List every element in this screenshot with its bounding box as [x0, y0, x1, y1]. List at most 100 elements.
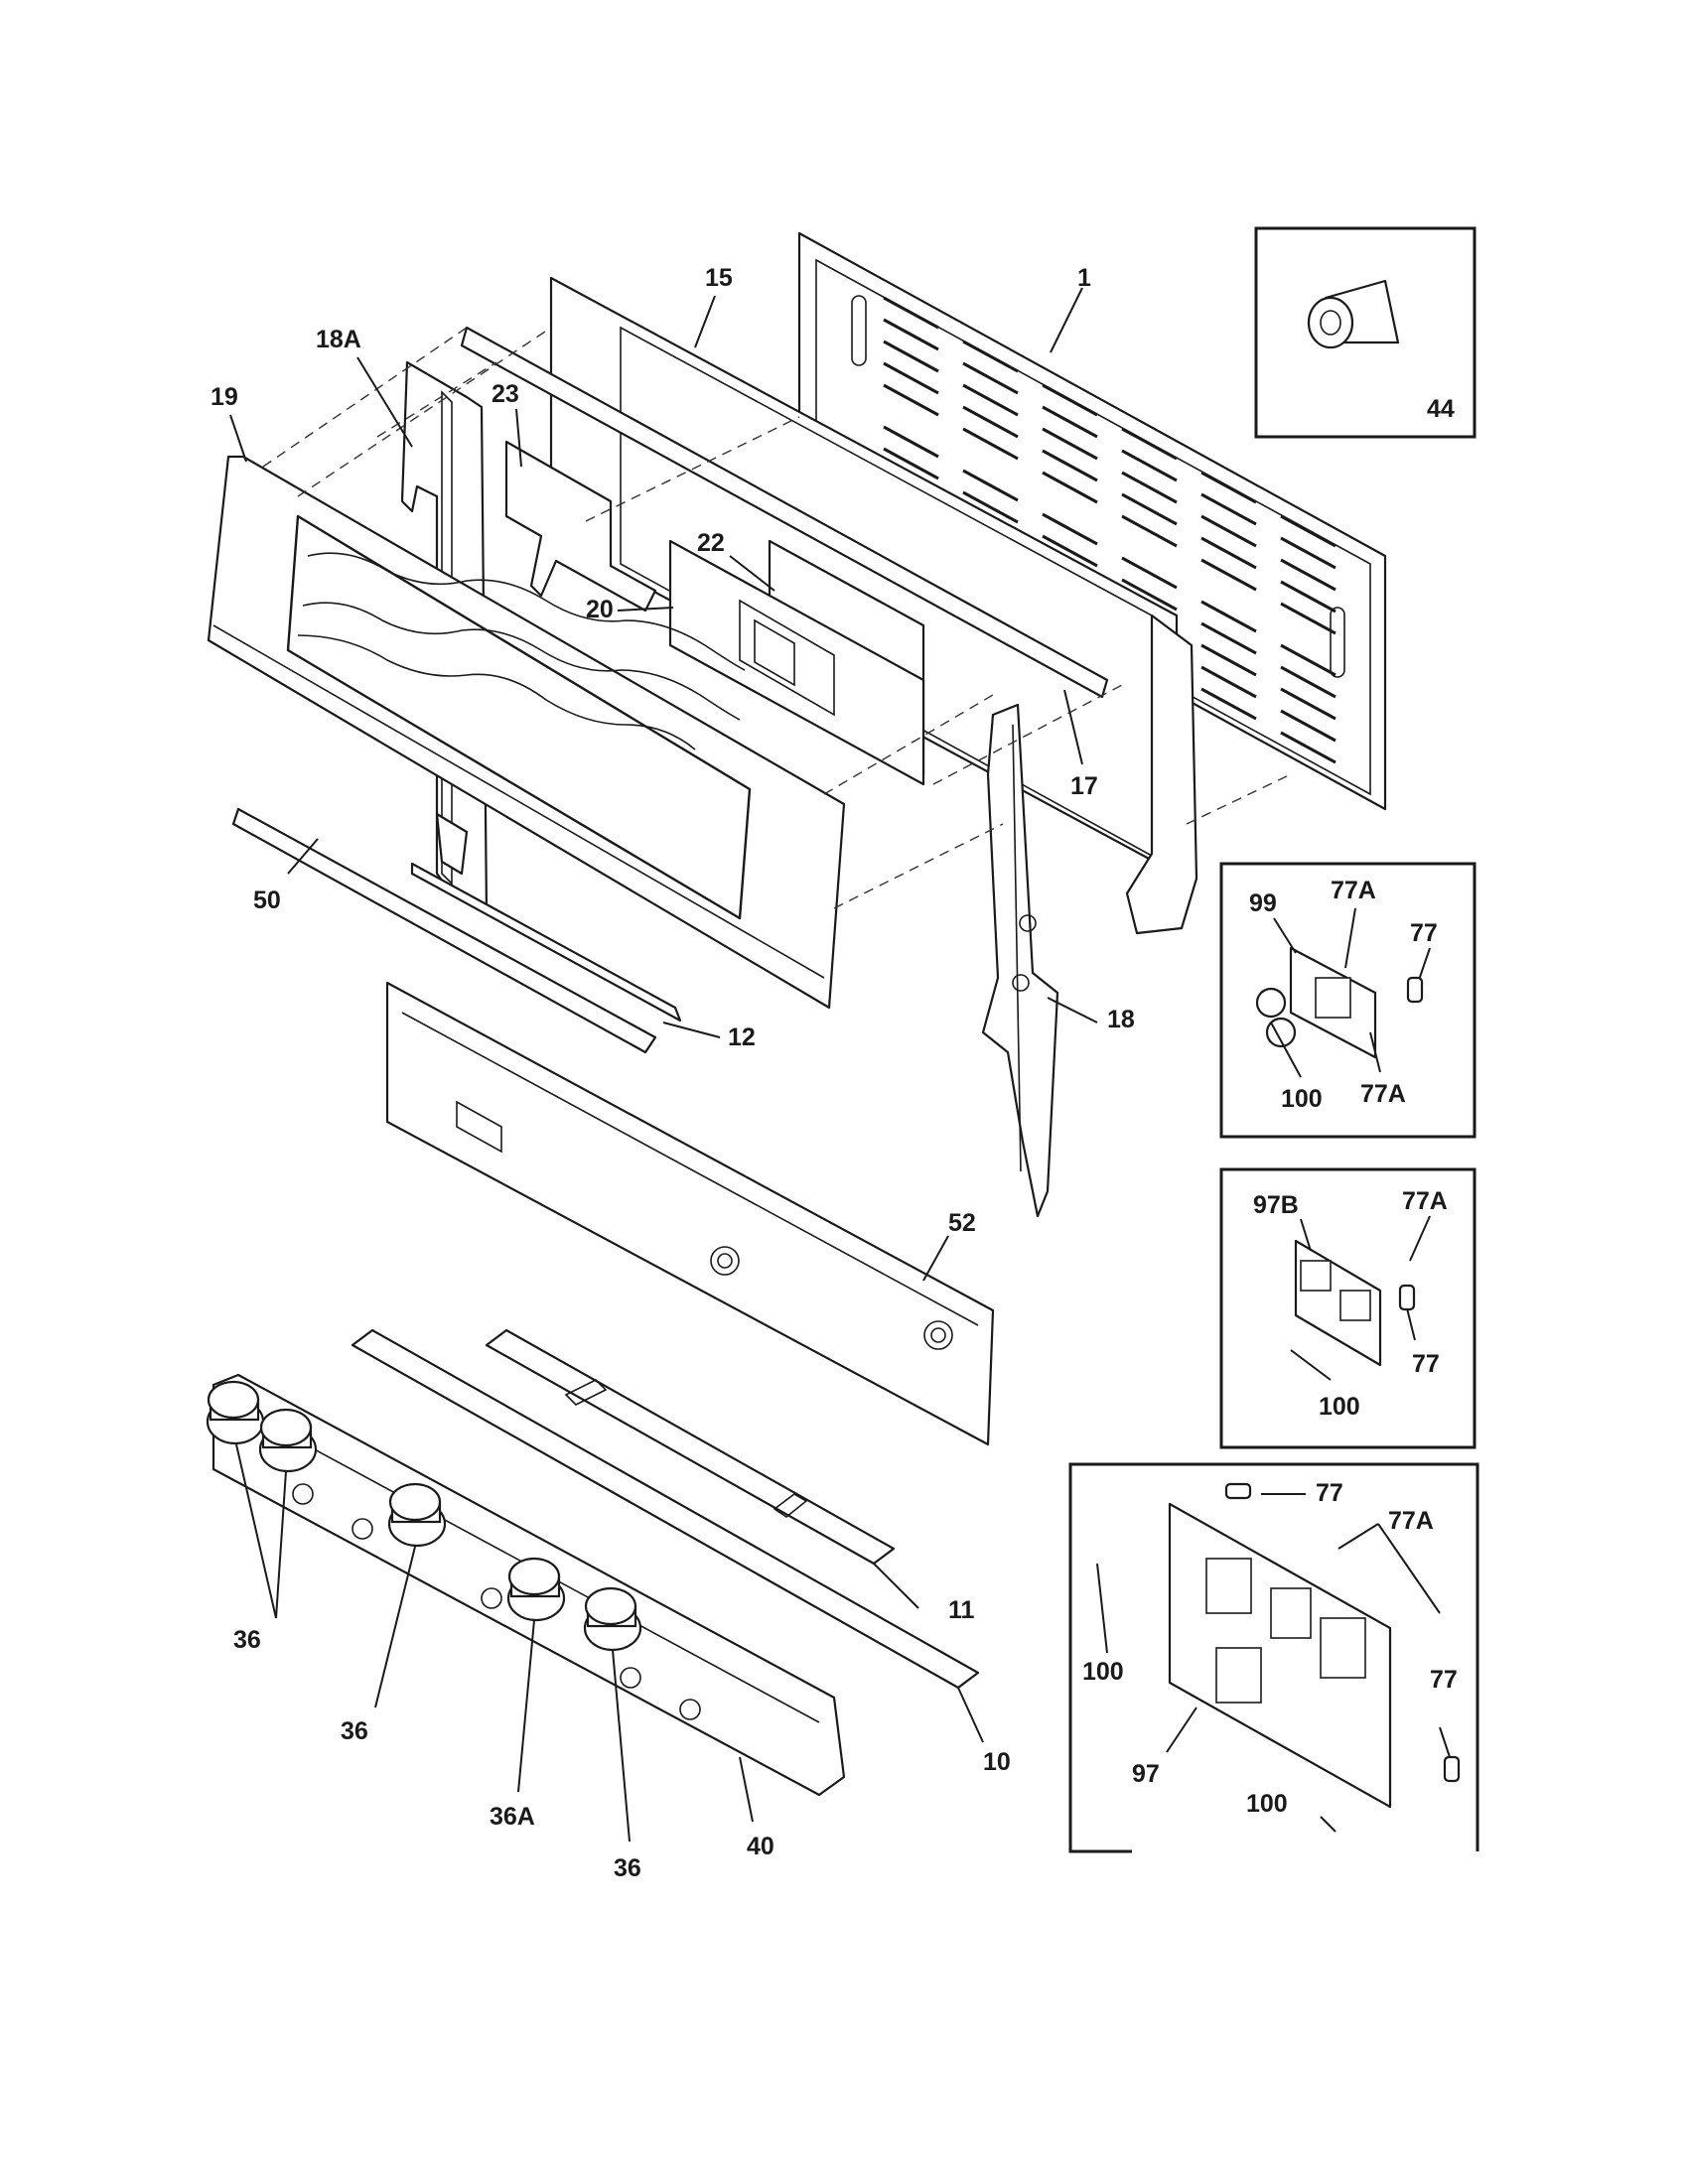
vent-slot [1042, 471, 1098, 504]
label-40: 40 [747, 1833, 774, 1860]
vent-slot [1200, 643, 1257, 677]
vent-slot [1280, 643, 1336, 677]
label-18A: 18A [316, 326, 361, 353]
vent-slot [1280, 580, 1336, 614]
label-36-c: 36 [614, 1854, 641, 1882]
vent-slot [1121, 556, 1178, 590]
label-22: 22 [697, 529, 725, 557]
vent-slot [1280, 558, 1336, 592]
vent-slot [1121, 492, 1178, 526]
part-20-control-board [668, 539, 925, 786]
vent-slot [1280, 665, 1336, 699]
vent-slot [1121, 514, 1178, 548]
label-kit3-100-left: 100 [1082, 1658, 1124, 1686]
part-10-strip [351, 1328, 980, 1690]
vent-slot [883, 383, 939, 417]
vent-slot [1280, 536, 1336, 570]
part-50-trim [231, 807, 657, 1054]
label-kit1-77A-bottom: 77A [1360, 1080, 1406, 1108]
label-kit3-77-top: 77 [1316, 1479, 1343, 1507]
vent-slot [1042, 427, 1098, 461]
part-12-strip [410, 862, 682, 1023]
label-17: 17 [1070, 772, 1098, 800]
label-kit3-97: 97 [1132, 1760, 1160, 1788]
label-kit3-77A: 77A [1388, 1507, 1434, 1535]
vent-slot [883, 318, 939, 351]
vent-slot [1200, 492, 1257, 526]
label-15: 15 [705, 264, 733, 292]
vent-slot [1121, 578, 1178, 612]
part-23-bracket [504, 440, 657, 613]
label-kit2-77: 77 [1412, 1350, 1440, 1378]
knob-36-c [387, 1482, 447, 1548]
vent-slot [962, 490, 1019, 524]
vent-slot [962, 405, 1019, 439]
vent-slot [883, 447, 939, 480]
vent-slot [1042, 405, 1098, 439]
part-52-manifold-panel [385, 981, 995, 1446]
label-36A: 36A [490, 1803, 535, 1831]
label-12: 12 [728, 1024, 756, 1051]
vent-slot [962, 427, 1019, 461]
vent-slot [1121, 449, 1178, 482]
label-kit1-99: 99 [1249, 889, 1277, 917]
callout-labels: 1 15 18A 19 23 22 20 17 44 50 12 18 52 1… [211, 264, 1458, 1882]
vent-slot [1121, 427, 1178, 461]
label-kit2-77A: 77A [1402, 1187, 1448, 1215]
alignment-lines [262, 327, 1292, 909]
vent-slot [1280, 602, 1336, 635]
vent-slot [1200, 687, 1257, 721]
label-20: 20 [586, 596, 614, 623]
callout-lines [229, 287, 1098, 1843]
part-18-side-bracket [981, 703, 1059, 1218]
part-19-console [207, 455, 846, 1010]
vent-slot [1280, 514, 1336, 548]
knob-36A [506, 1557, 566, 1622]
vent-slot [1280, 731, 1336, 764]
label-11: 11 [948, 1596, 975, 1624]
part-17-rail [460, 326, 1109, 699]
knob-36-b [258, 1408, 318, 1473]
label-kit2-100: 100 [1319, 1393, 1360, 1421]
label-kit1-100: 100 [1281, 1085, 1323, 1113]
label-36-b: 36 [341, 1717, 368, 1745]
vent-slot [962, 469, 1019, 502]
knob-36-d [583, 1586, 642, 1652]
label-1: 1 [1077, 264, 1091, 292]
vent-slot [1042, 512, 1098, 546]
vent-slot [1280, 687, 1336, 721]
vent-slot [1200, 514, 1257, 548]
vent-slot [962, 361, 1019, 395]
label-36-a: 36 [233, 1626, 261, 1654]
vent-slot [883, 340, 939, 373]
part-11-strip [485, 1328, 896, 1566]
label-18: 18 [1107, 1006, 1135, 1033]
box-44 [1254, 226, 1477, 439]
label-kit3-77-right: 77 [1430, 1666, 1458, 1694]
vent-slot [1042, 449, 1098, 482]
knob-36-a [206, 1380, 265, 1445]
label-50: 50 [253, 887, 281, 914]
vent-slot [1200, 600, 1257, 633]
label-23: 23 [492, 380, 519, 408]
vent-slot [1042, 383, 1098, 417]
vent-slot [883, 296, 939, 330]
vent-slot [962, 383, 1019, 417]
label-19: 19 [211, 383, 238, 411]
box-kit-97 [1068, 1462, 1479, 1853]
box-kit-97B [1219, 1167, 1477, 1449]
vent-slot [1200, 558, 1257, 592]
vent-slot [883, 361, 939, 395]
vent-slot [962, 340, 1019, 373]
label-kit2-97B: 97B [1253, 1191, 1299, 1219]
label-10: 10 [983, 1748, 1011, 1776]
vent-slot [1200, 536, 1257, 570]
label-kit3-100-bottom: 100 [1246, 1790, 1288, 1818]
vent-slot [1280, 709, 1336, 743]
box-kit-99 [1219, 862, 1477, 1139]
vent-slot [883, 425, 939, 459]
vent-slot [1200, 621, 1257, 655]
label-kit1-77: 77 [1410, 919, 1438, 947]
label-44: 44 [1427, 395, 1455, 423]
